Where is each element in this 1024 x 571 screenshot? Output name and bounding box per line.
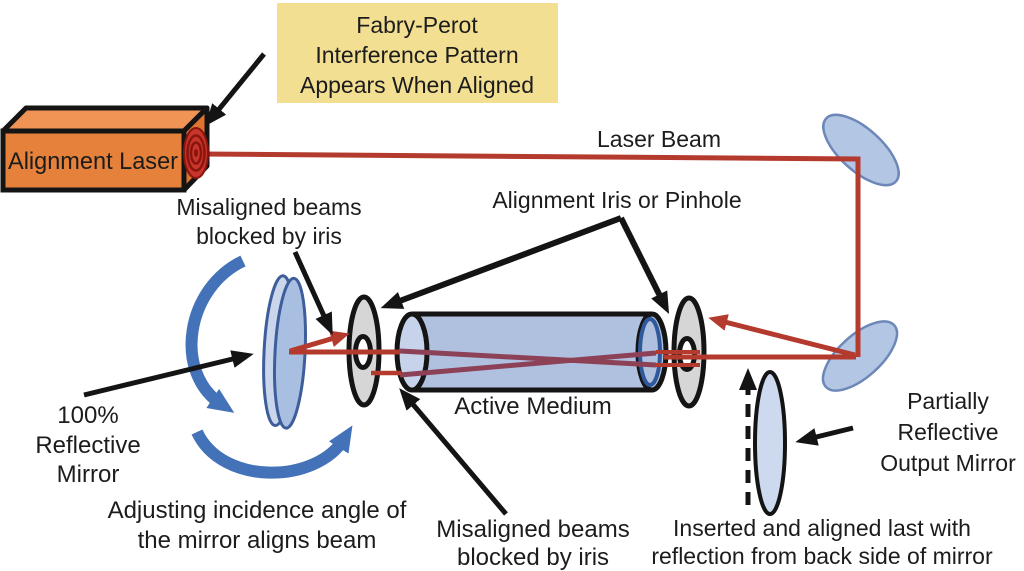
beam-misaligned-left-arrow	[289, 330, 350, 354]
adjust-label-line-2: the mirror aligns beam	[138, 527, 377, 554]
note-line-2: Interference Pattern	[315, 42, 518, 68]
inserted-label-line-2: reflection from back side of mirror	[651, 543, 993, 569]
output-mirror-pointer-arrow	[795, 425, 854, 446]
laser-box-front-face	[0, 128, 187, 193]
note-box	[277, 3, 558, 103]
bullseye-center	[194, 149, 198, 157]
hr-mirror-label-line-2: Reflective	[35, 432, 140, 459]
laser-box-top-face	[0, 105, 210, 134]
hr-mirror-label-line-3: Mirror	[57, 461, 120, 488]
adjust-label-line-1: Adjusting incidence angle of	[108, 497, 407, 524]
output-mirror	[753, 370, 787, 516]
beam-misaligned-right-arrow	[708, 314, 856, 358]
output-mirror-label-line-3: Output Mirror	[880, 450, 1016, 476]
fold-mirror-top	[822, 113, 900, 187]
misaligned-top-pointer-arrow	[292, 250, 333, 336]
inserted-label-line-1: Inserted and aligned last with	[673, 515, 971, 541]
rotation-arrow-left	[185, 255, 246, 413]
fabry-perot-note: Fabry-Perot Interference Pattern Appears…	[277, 3, 558, 103]
iris-label: Alignment Iris or Pinhole	[492, 187, 741, 213]
bullseye-ring-2	[186, 134, 206, 172]
hr-mirror-pointer-arrow	[83, 350, 254, 398]
iris-pointer-arrow-left	[380, 215, 623, 309]
iris-pointer-arrow-right	[618, 216, 670, 315]
misaligned-bottom-line-2: blocked by iris	[457, 544, 609, 571]
laser-beam-main	[200, 151, 861, 357]
laser-aperture-bullseye	[183, 127, 209, 179]
alignment-laser-label: Alignment Laser	[8, 148, 178, 175]
misaligned-bottom-pointer-arrow	[399, 388, 508, 516]
rotation-arrow-bottom	[191, 425, 353, 479]
hr-mirror-label-line-1: 100%	[57, 402, 118, 429]
misaligned-bottom-line-1: Misaligned beams	[436, 516, 629, 543]
misaligned-beam-2	[399, 350, 657, 378]
misaligned-top-line-1: Misaligned beams	[176, 194, 361, 220]
laser-beam-label: Laser Beam	[597, 126, 721, 152]
bullseye-ring-3	[189, 141, 203, 165]
alignment-laser-box: Alignment Laser	[0, 105, 210, 193]
note-pointer-arrow	[205, 52, 266, 126]
active-medium-label: Active Medium	[454, 393, 611, 420]
output-mirror-label-line-1: Partially	[907, 388, 989, 414]
note-line-1: Fabry-Perot	[356, 12, 478, 38]
misaligned-beam-1	[399, 348, 657, 368]
note-line-3: Appears When Aligned	[300, 72, 534, 98]
misaligned-top-line-2: blocked by iris	[196, 223, 342, 249]
output-mirror-label-line-2: Reflective	[898, 419, 999, 445]
